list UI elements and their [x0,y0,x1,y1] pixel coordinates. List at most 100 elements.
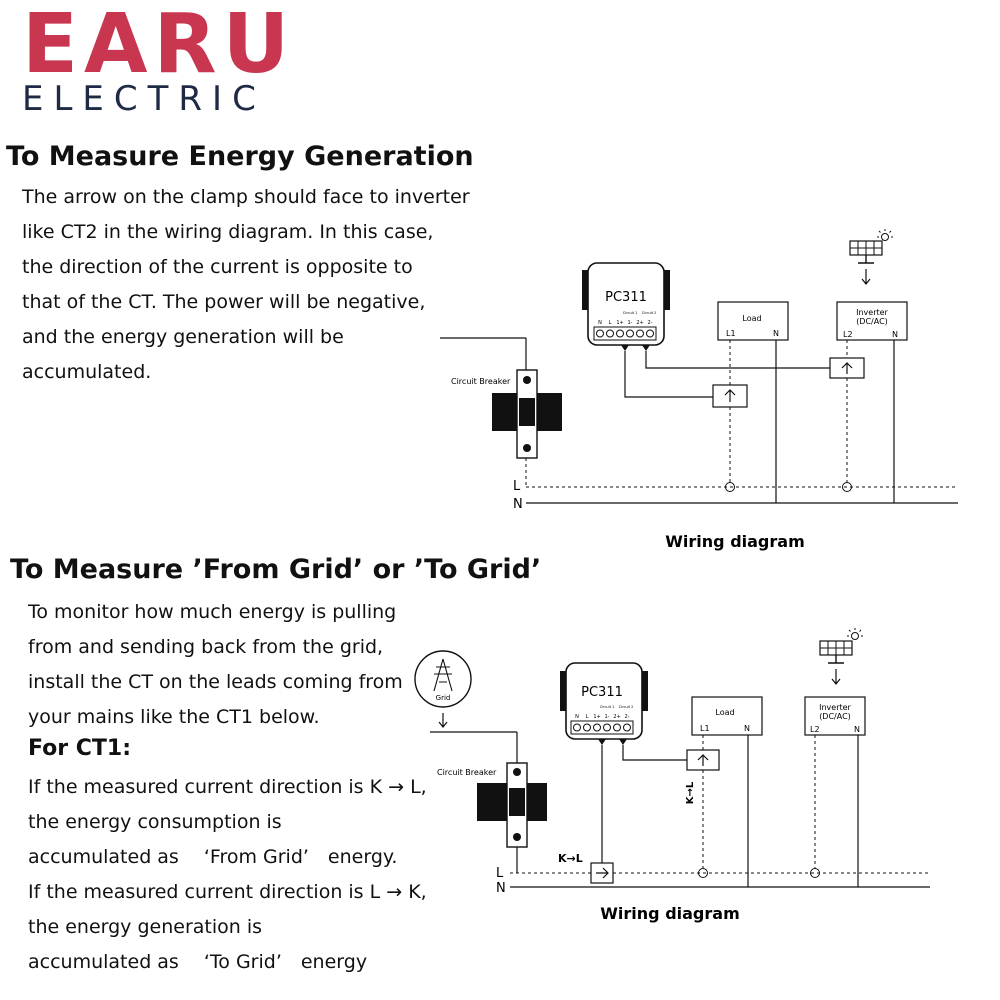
inverter-label: Inverter [819,703,851,712]
wiring-diagram-1: PC311 Circuit 1 Circuit 2 N L 1+ 1- 2+ 2… [440,229,958,551]
section2-title: To Measure ’From Grid’ or ’To Grid’ [10,554,542,585]
section2-text: To monitor how much energy is pulling fr… [28,595,403,735]
load-n-label: N [744,724,750,733]
ct1-rule-line: the energy generation is [28,916,263,938]
terminal-screw [583,723,591,732]
terminal-label: L [609,320,612,326]
ct1-rule-line: If the measured current direction is K →… [28,776,427,798]
ct1-wire [624,351,713,398]
grid-label: Grid [436,694,451,702]
terminal-label: 1+ [593,714,600,720]
device-clip-left [560,671,566,711]
solar-panel-icon [819,628,863,664]
ct1-arrow-icon [596,867,609,879]
circuit-breaker [477,762,547,848]
terminal-screw [636,329,644,338]
diagram-caption: Wiring diagram [665,532,804,551]
load-label: Load [715,708,734,717]
inverter-box [836,301,908,341]
circuit2-label: Circuit 2 [642,311,657,315]
circuit1-label: Circuit 1 [623,311,638,315]
ct2-wire [622,745,687,761]
device-clip-right [664,270,670,310]
terminal-screw [603,723,611,732]
ct2-arrow-icon [841,362,853,374]
section1-text: The arrow on the clamp should face to in… [22,180,470,390]
load-box [717,301,789,341]
ct1-arrow-icon [724,389,736,402]
wiring-diagram-2: Grid Circuit Breaker PC311 Circuit 1 Cir… [414,628,930,923]
solar-panel-icon [849,229,893,264]
line-n-label: N [513,497,523,512]
terminal-screw [613,723,621,732]
ct1-plug [598,739,606,745]
grid-tower-icon [414,650,472,708]
section1-line: like CT2 in the wiring diagram. In this … [22,221,434,243]
inverter-type-label: (DC/AC) [819,712,851,721]
line-l-label: L [496,866,504,881]
brand-logo: EARU [22,0,296,92]
breaker-label: Circuit Breaker [437,768,497,777]
solar-arrow-icon [861,269,871,285]
load-box [691,696,763,736]
terminal-label: 1- [628,320,633,326]
terminal-screw [626,329,634,338]
terminal-screw [623,723,631,732]
ct2-direction-label: K→L [685,781,696,804]
load-l-label: L1 [726,329,736,338]
ct1-rules: If the measured current direction is K →… [28,770,427,980]
inverter-l-label: L2 [843,330,853,339]
breaker-label: Circuit Breaker [451,377,511,386]
ct1-rule-line: accumulated as ‘From Grid’ energy. [28,846,398,868]
terminal-label: N [575,714,579,720]
terminal-label: N [598,320,602,326]
section2-line: your mains like the CT1 below. [28,706,320,728]
terminal-screw [596,329,604,338]
section1-title: To Measure Energy Generation [6,141,474,172]
terminal-label: 1- [605,714,610,720]
section2-line: from and sending back from the grid, [28,636,384,658]
section1-line: accumulated. [22,361,152,383]
inverter-label: Inverter [856,308,888,317]
inverter-n-label: N [892,330,898,339]
inverter-n-label: N [854,725,860,734]
ct2-arrow-icon [697,754,709,766]
ct2-plug [619,739,627,745]
section1-line: the direction of the current is opposite… [22,256,413,278]
solar-arrow-icon [831,669,841,685]
circuit2-label: Circuit 2 [619,705,634,709]
diagram-caption: Wiring diagram [600,904,739,923]
ct1-rule-line: the energy consumption is [28,811,282,833]
line-n-label: N [496,881,506,896]
section2-line: install the CT on the leads coming from [28,671,403,693]
terminal-label: 2+ [613,714,620,720]
terminal-screw [646,329,654,338]
grid-arrow-icon [438,713,448,728]
terminal-label: 2- [625,714,630,720]
ct2-wire [645,351,830,369]
brand-subtitle: ELECTRIC [22,79,266,119]
terminal-screw [573,723,581,732]
terminal-screw [616,329,624,338]
ct1-plug [621,345,629,351]
section2-line: To monitor how much energy is pulling [28,601,397,623]
device-label: PC311 [605,290,647,305]
ct1-subheading: For CT1: [28,736,132,761]
circuit1-label: Circuit 1 [600,705,615,709]
terminal-label: L [586,714,589,720]
section1-line: and the energy generation will be [22,326,344,348]
ct2-plug [642,345,650,351]
line-l-label: L [513,479,521,494]
inverter-type-label: (DC/AC) [856,317,888,326]
load-label: Load [742,314,761,323]
ct1-direction-label: K→L [558,852,583,865]
terminal-label: 1+ [616,320,623,326]
device-clip-right [642,671,648,711]
inverter-l-label: L2 [810,725,820,734]
section1-line: The arrow on the clamp should face to in… [22,186,470,208]
inverter-box [804,696,866,736]
ct1-rule-line: If the measured current direction is L →… [28,881,427,903]
terminal-screw [593,723,601,732]
load-l-label: L1 [700,724,710,733]
section1-line: that of the CT. The power will be negati… [22,291,426,313]
